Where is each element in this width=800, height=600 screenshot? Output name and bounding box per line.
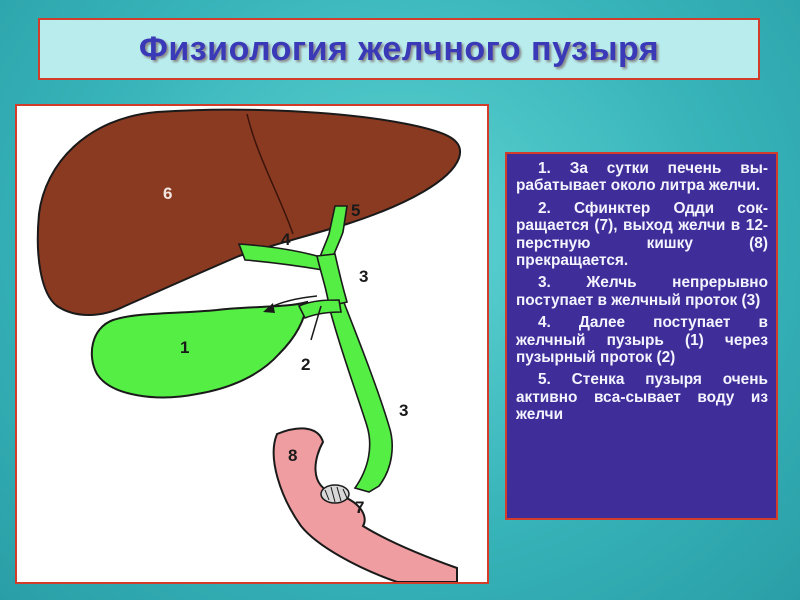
slide-title: Физиология желчного пузыря	[138, 29, 660, 68]
label-4: 4	[281, 230, 291, 249]
sphincter-hatching	[324, 486, 348, 503]
label-2: 2	[301, 355, 310, 374]
label-7: 7	[355, 498, 364, 517]
duodenum-shape	[272, 427, 458, 582]
liver-shape	[36, 108, 462, 316]
text-paragraph-2: 2. Сфинктер Одди сок-ращается (7), выход…	[516, 199, 768, 270]
label-3-lower: 3	[399, 401, 408, 420]
text-panel: 1. За сутки печень вы-рабатывает около л…	[505, 152, 778, 520]
text-paragraph-1: 1. За сутки печень вы-рабатывает около л…	[516, 160, 768, 195]
label-6: 6	[163, 184, 172, 203]
label-8: 8	[288, 446, 297, 465]
common-bile-duct	[328, 298, 393, 493]
label-5: 5	[351, 201, 360, 220]
gallbladder-shape	[90, 300, 309, 399]
text-paragraph-3: 3. Желчь непрерывно поступает в желчный …	[516, 274, 768, 309]
bile-flow-arrowhead	[263, 303, 275, 313]
biliary-diagram: 1 2 3 3 4 5 6 7 8	[36, 108, 462, 582]
label-3-upper: 3	[359, 267, 368, 286]
text-paragraph-5: 5. Стенка пузыря очень активно вса-сывае…	[516, 371, 768, 424]
common-hepatic-duct	[316, 253, 349, 307]
cystic-duct-pointer	[310, 305, 322, 341]
liver-fissure	[246, 113, 294, 235]
diagram-panel: 1 2 3 3 4 5 6 7 8	[15, 104, 489, 584]
text-paragraph-4: 4. Далее поступает в желчный пузырь (1) …	[516, 314, 768, 367]
label-1: 1	[180, 338, 189, 357]
title-box: Физиология желчного пузыря	[38, 18, 760, 80]
